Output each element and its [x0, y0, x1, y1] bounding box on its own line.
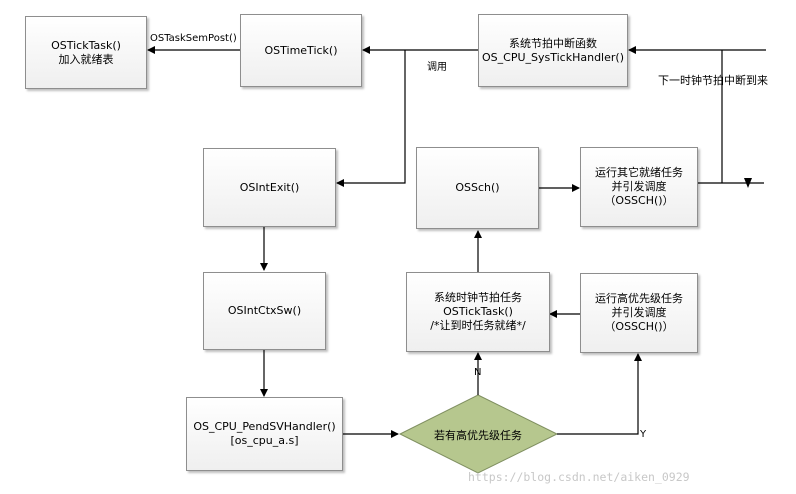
edge-label-yes: Y	[640, 429, 647, 440]
node-osint-exit: OSIntExit()	[203, 148, 336, 227]
watermark: https://blog.csdn.net/aiken_0929	[468, 470, 690, 484]
node-ostime-tick-line1: OSTimeTick()	[264, 43, 338, 57]
node-osint-ctxsw: OSIntCtxSw()	[203, 272, 326, 350]
decision-diamond	[398, 394, 559, 474]
node-ostime-tick: OSTimeTick()	[240, 14, 362, 87]
edge-label-next-tick: 下一时钟节拍中断到来	[658, 74, 768, 87]
node-ostick-task-line2: 加入就绪表	[58, 52, 114, 66]
node-run-high-task-line3: （OSSCH()）	[604, 320, 674, 333]
node-ossch-line1: OSSch()	[455, 181, 500, 194]
arrow-call-to-intexit	[336, 50, 406, 187]
arrow-decision-yes	[557, 353, 642, 435]
node-systick-task: 系统时钟节拍任务 OSTickTask() /*让到时任务就绪*/	[406, 272, 550, 352]
node-systick-handler-line1: 系统节拍中断函数	[509, 36, 597, 50]
node-systick-task-line3: /*让到时任务就绪*/	[430, 319, 526, 332]
node-osint-ctxsw-line1: OSIntCtxSw()	[227, 304, 302, 317]
node-run-high-task-line2: 并引发调度	[611, 306, 667, 319]
edge-label-no: N	[474, 367, 482, 378]
node-systick-handler: 系统节拍中断函数 OS_CPU_SysTickHandler()	[478, 14, 628, 87]
node-run-other-task-line3: （OSSCH()）	[604, 194, 674, 207]
node-run-high-task: 运行高优先级任务 并引发调度 （OSSCH()）	[580, 273, 698, 353]
edge-label-call: 调用	[427, 62, 447, 73]
node-ostick-task-line1: OSTickTask()	[51, 38, 121, 52]
node-pendsv-handler: OS_CPU_PendSVHandler() [os_cpu_a.s]	[186, 397, 343, 471]
node-ostick-task: OSTickTask() 加入就绪表	[25, 16, 147, 89]
node-ossch: OSSch()	[416, 147, 539, 229]
node-systick-task-line1: 系统时钟节拍任务	[434, 291, 522, 304]
arrow-other-task-out-head	[744, 178, 752, 188]
decision-label: 若有高优先级任务	[434, 429, 522, 442]
node-run-other-task: 运行其它就绪任务 并引发调度 （OSSCH()）	[580, 147, 698, 227]
edge-label-sem-post: OSTaskSemPost()	[150, 33, 237, 44]
node-run-other-task-line2: 并引发调度	[611, 180, 667, 193]
node-systick-handler-line2: OS_CPU_SysTickHandler()	[482, 50, 624, 64]
node-run-high-task-line1: 运行高优先级任务	[595, 292, 683, 305]
node-pendsv-handler-line1: OS_CPU_PendSVHandler()	[193, 420, 336, 433]
node-pendsv-handler-line2: [os_cpu_a.s]	[230, 434, 299, 447]
node-osint-exit-line1: OSIntExit()	[239, 180, 300, 194]
node-run-other-task-line1: 运行其它就绪任务	[595, 166, 683, 179]
node-systick-task-line2: OSTickTask()	[443, 305, 513, 318]
